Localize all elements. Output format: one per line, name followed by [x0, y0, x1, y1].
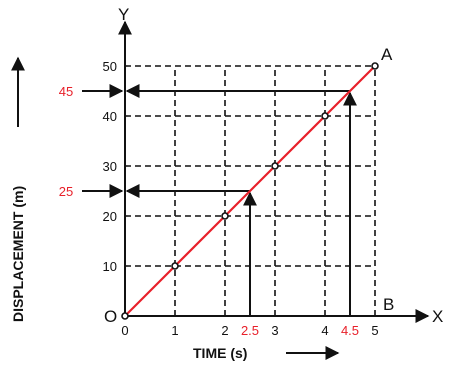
data-point	[121, 312, 129, 320]
y-tick-label: 40	[103, 109, 117, 124]
annotation-y-label: 45	[59, 84, 73, 99]
series-line	[124, 65, 376, 317]
data-point	[321, 112, 329, 120]
x-tick-label: 4	[321, 323, 328, 338]
x-tick-label: 2	[221, 323, 228, 338]
annotation-x-label: 2.5	[241, 323, 259, 338]
y-tick-label: 30	[103, 159, 117, 174]
x-tick-labels: 0 1 2 3 4 5	[121, 323, 378, 338]
origin-label: O	[104, 307, 117, 326]
annotation-y-label: 25	[59, 184, 73, 199]
y-tick-label: 20	[103, 209, 117, 224]
data-point	[271, 162, 279, 170]
x-tick-label: 5	[371, 323, 378, 338]
y-axis-title-group: DISPLACEMENT (m)	[10, 56, 26, 322]
data-point	[371, 62, 379, 70]
data-points	[121, 62, 379, 320]
point-label-b: B	[383, 295, 394, 314]
x-tick-label: 1	[171, 323, 178, 338]
x-tick-label: 3	[271, 323, 278, 338]
annotation-x-label: 4.5	[341, 323, 359, 338]
x-axis-letter: X	[432, 307, 443, 326]
y-axis-letter: Y	[118, 5, 129, 24]
y-tick-label: 50	[103, 59, 117, 74]
y-tick-label: 10	[103, 259, 117, 274]
data-point	[221, 212, 229, 220]
data-point	[171, 262, 179, 270]
x-axis-title: TIME (s)	[193, 345, 247, 361]
point-label-a: A	[381, 45, 393, 64]
x-axis-title-group: TIME (s)	[193, 345, 340, 361]
y-tick-labels: 10 20 30 40 50	[103, 59, 117, 274]
x-tick-label: 0	[121, 323, 128, 338]
annotation-guides: 2.5 25 4.5 45	[59, 84, 359, 338]
y-axis-title: DISPLACEMENT (m)	[10, 186, 26, 322]
